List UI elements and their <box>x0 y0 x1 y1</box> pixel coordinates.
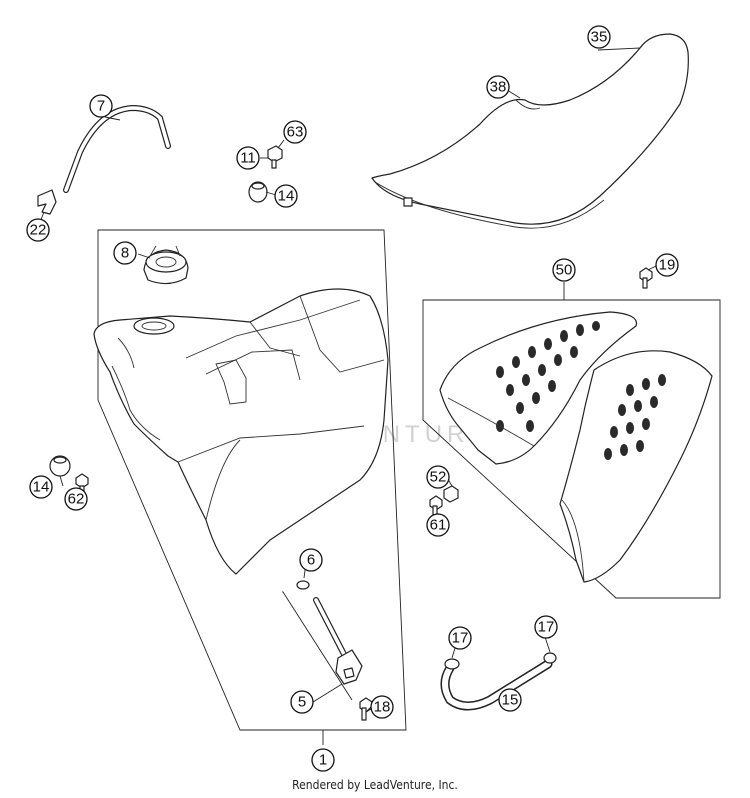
callout-61: 61 <box>426 513 450 537</box>
callout-6: 6 <box>299 548 323 572</box>
svg-text:61: 61 <box>430 517 447 534</box>
callout-5: 5 <box>290 690 314 714</box>
seat <box>371 33 689 229</box>
tap-group-line <box>282 590 353 701</box>
elbow-fitting <box>37 189 57 215</box>
leader-lines <box>39 47 657 745</box>
callout-22: 22 <box>26 218 50 242</box>
svg-text:14: 14 <box>33 479 50 496</box>
svg-text:8: 8 <box>121 245 129 262</box>
svg-text:17: 17 <box>538 619 555 636</box>
shroud-group-outline <box>422 299 721 599</box>
svg-text:14: 14 <box>278 188 295 205</box>
callout-11: 11 <box>236 146 260 170</box>
svg-text:38: 38 <box>490 79 507 96</box>
callout-8: 8 <box>113 241 137 265</box>
svg-text:11: 11 <box>240 150 256 167</box>
svg-text:17: 17 <box>452 630 469 647</box>
svg-text:50: 50 <box>556 262 573 279</box>
callout-35: 35 <box>587 25 611 49</box>
svg-text:5: 5 <box>298 694 306 711</box>
callout-7: 7 <box>89 94 113 118</box>
svg-text:1: 1 <box>319 752 327 769</box>
svg-text:18: 18 <box>374 699 391 716</box>
callout-63: 63 <box>283 120 307 144</box>
svg-text:35: 35 <box>591 29 608 46</box>
credit-line: Rendered by LeadVenture, Inc. <box>292 778 458 792</box>
callout-14-side: 14 <box>29 475 53 499</box>
callout-38: 38 <box>486 75 510 99</box>
fuel-tap <box>313 597 363 685</box>
right-shroud <box>559 350 713 583</box>
svg-text:7: 7 <box>97 98 105 115</box>
callout-14-top: 14 <box>274 184 298 208</box>
svg-text:6: 6 <box>307 552 315 569</box>
shroud-vent-holes <box>496 321 600 432</box>
callout-62: 62 <box>64 487 88 511</box>
callout-17-left: 17 <box>448 626 472 650</box>
callout-17-right: 17 <box>534 615 558 639</box>
tap-screw <box>359 697 373 721</box>
callout-15: 15 <box>498 688 522 712</box>
right-shroud-vent-holes <box>604 374 666 460</box>
svg-text:22: 22 <box>30 222 47 239</box>
callout-52: 52 <box>426 465 450 489</box>
svg-text:15: 15 <box>502 692 519 709</box>
svg-text:19: 19 <box>659 257 676 274</box>
left-shroud <box>439 311 638 465</box>
vent-hose <box>63 104 171 193</box>
svg-text:52: 52 <box>430 469 447 486</box>
o-ring <box>296 580 310 590</box>
fuel-hose <box>440 652 557 711</box>
fuel-tank <box>93 288 389 575</box>
callout-1: 1 <box>311 748 335 772</box>
callout-19: 19 <box>655 253 679 277</box>
callout-18: 18 <box>370 695 394 719</box>
svg-text:62: 62 <box>68 491 85 508</box>
svg-text:63: 63 <box>287 124 304 141</box>
callout-50: 50 <box>552 258 576 282</box>
fuel-cap <box>143 245 189 285</box>
